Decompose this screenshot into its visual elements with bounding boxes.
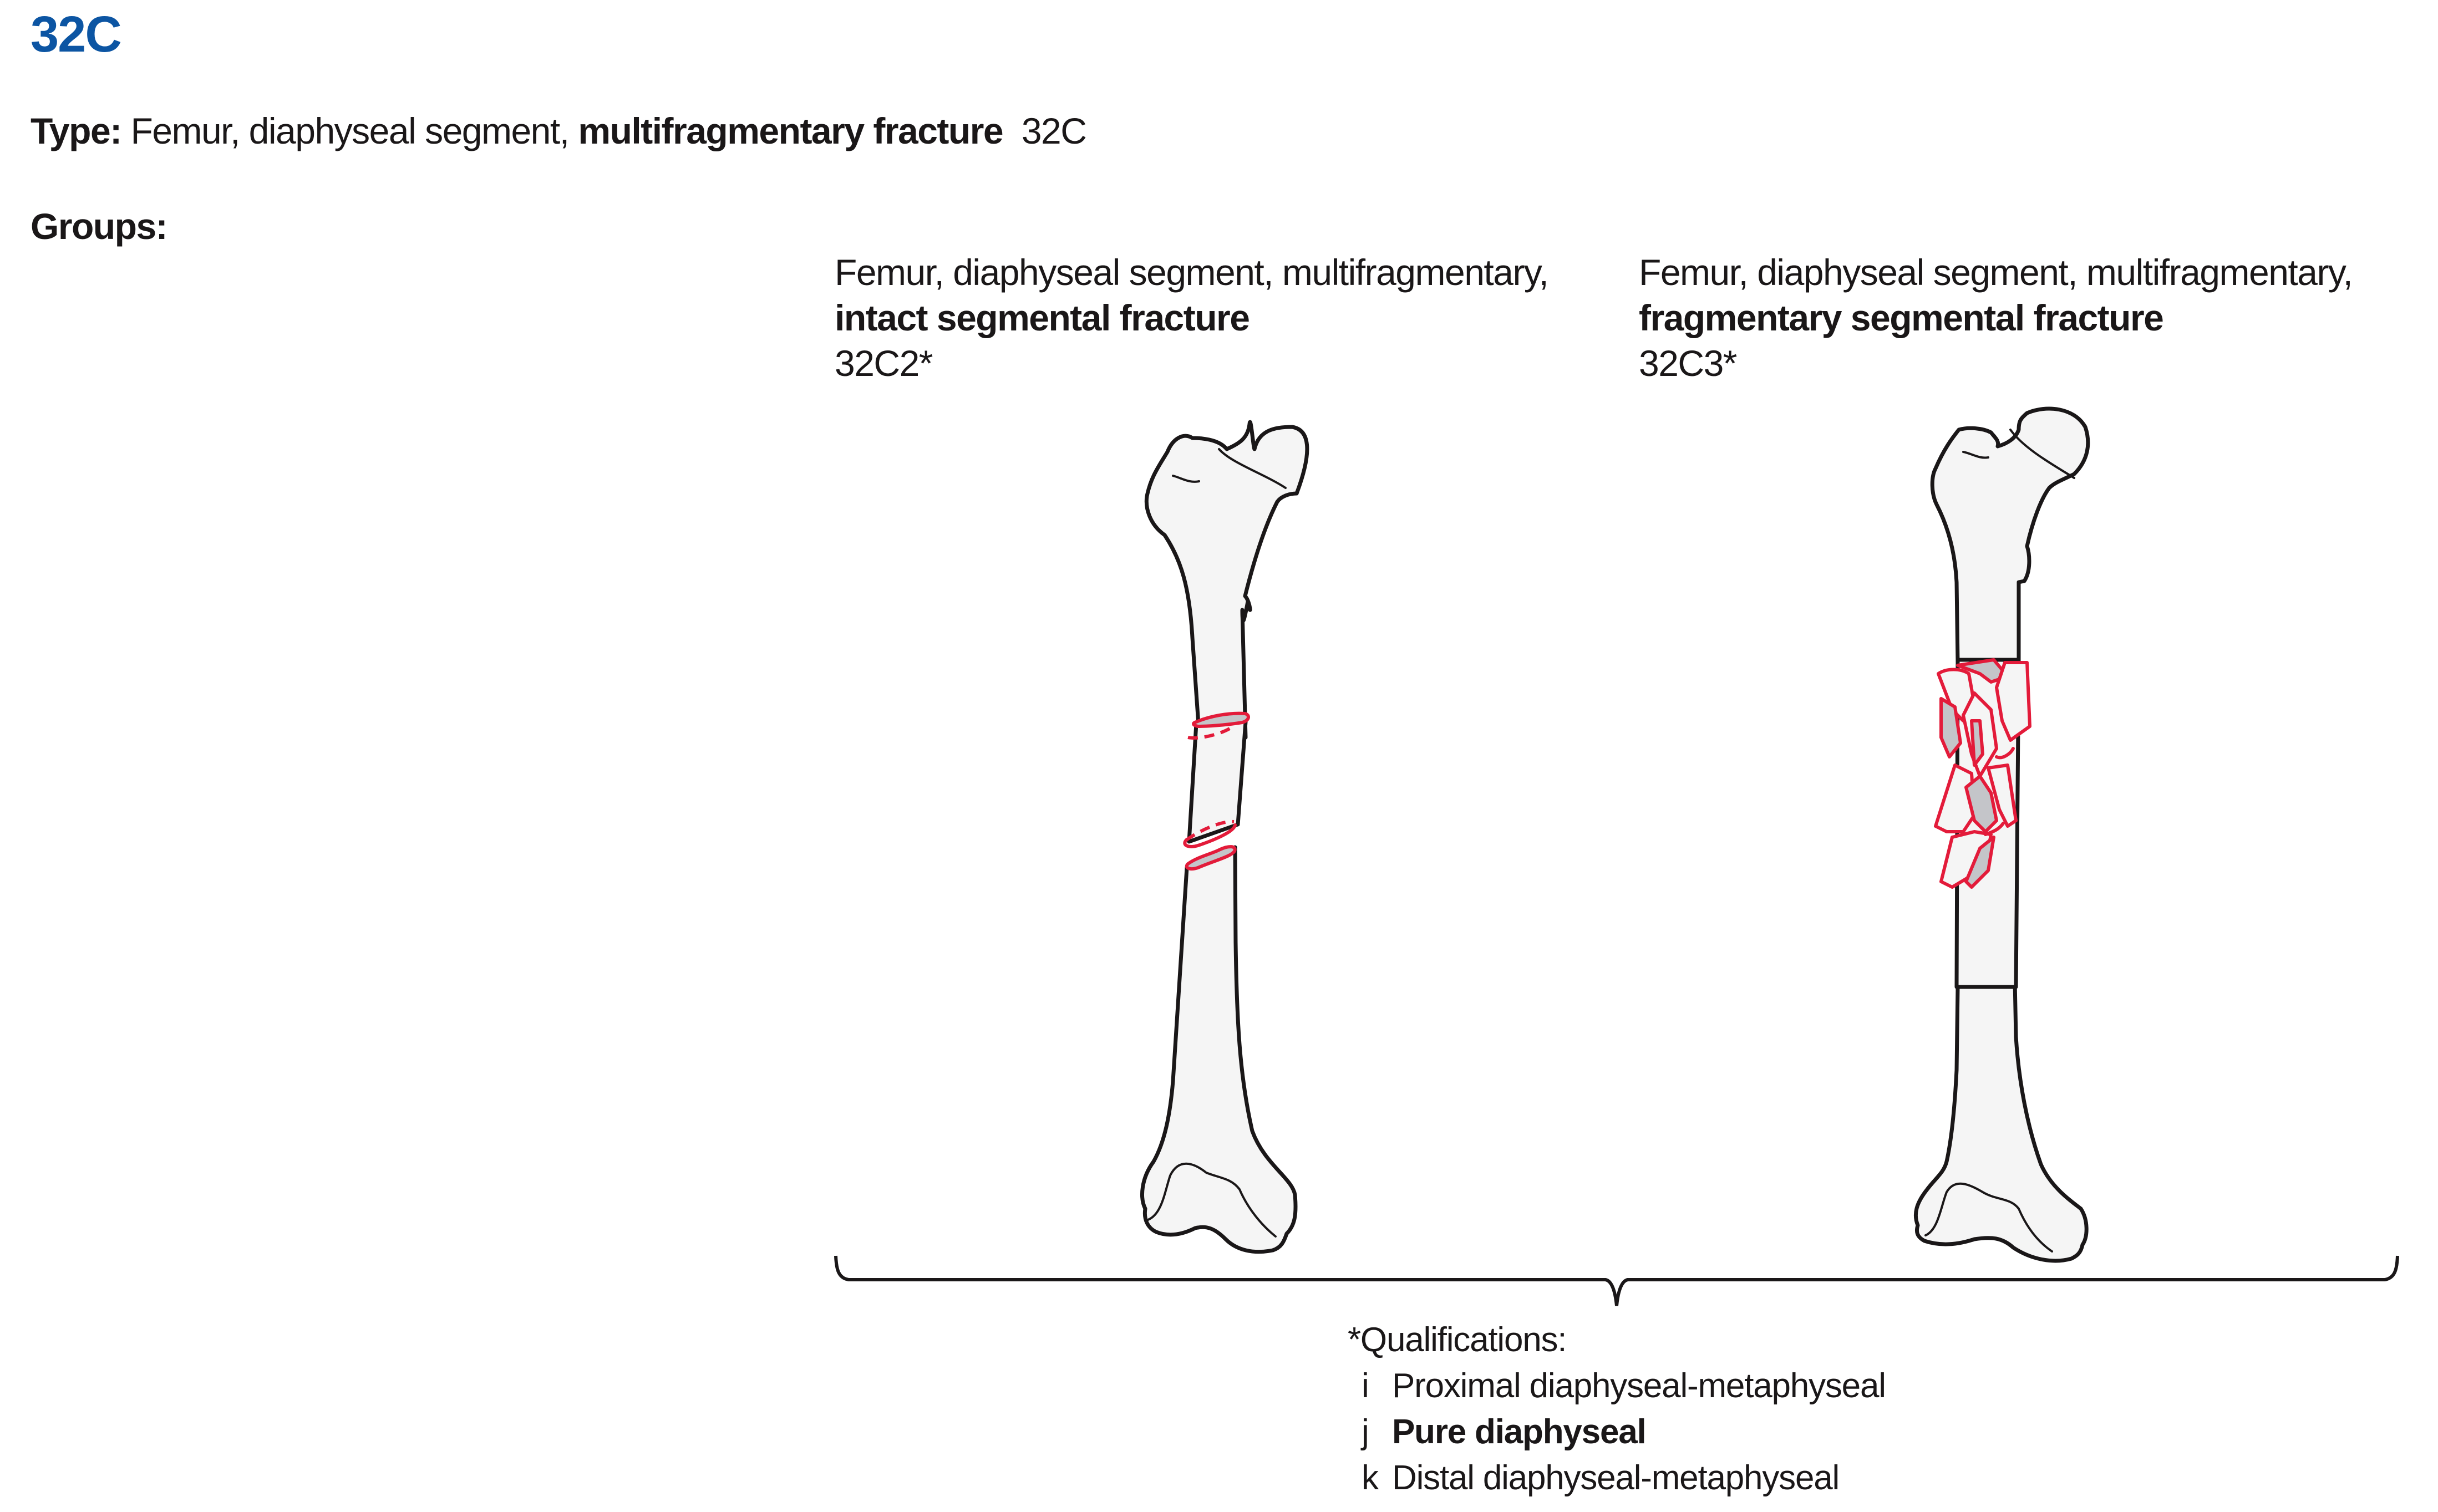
group-label-32c3: Femur, diaphyseal segment, multifragment… (1639, 250, 2353, 386)
group-code: 32C3* (1639, 343, 1737, 384)
groups-label: Groups: (31, 206, 168, 247)
femur-proximal-segment (1930, 406, 2090, 665)
group-label-32c2: Femur, diaphyseal segment, multifragment… (835, 250, 1549, 386)
group-name: fragmentary segmental fracture (1639, 297, 2164, 338)
page-title: 32C (31, 6, 122, 63)
femur-proximal-segment (1144, 420, 1309, 742)
femur-distal-segment (1140, 845, 1298, 1254)
type-label: Type: (31, 110, 122, 151)
group-code: 32C2* (835, 343, 933, 384)
type-line: Type: Femur, diaphyseal segment, multifr… (31, 110, 1087, 152)
group-description: Femur, diaphyseal segment, multifragment… (1639, 252, 2353, 293)
grouping-brace (834, 1255, 2399, 1306)
femur-fragmentary-segmental-illustration (1913, 406, 2090, 1263)
type-text: Femur, diaphyseal segment, (130, 110, 570, 151)
qualifications-heading: *Qualifications: (1348, 1321, 1567, 1359)
group-name: intact segmental fracture (835, 297, 1250, 338)
femur-intact-segmental-illustration (1140, 420, 1309, 1254)
femur-distal-segment (1913, 979, 2089, 1263)
type-code: 32C (1021, 110, 1087, 151)
type-text-bold: multifragmentary fracture (578, 110, 1003, 151)
group-description: Femur, diaphyseal segment, multifragment… (835, 252, 1549, 293)
